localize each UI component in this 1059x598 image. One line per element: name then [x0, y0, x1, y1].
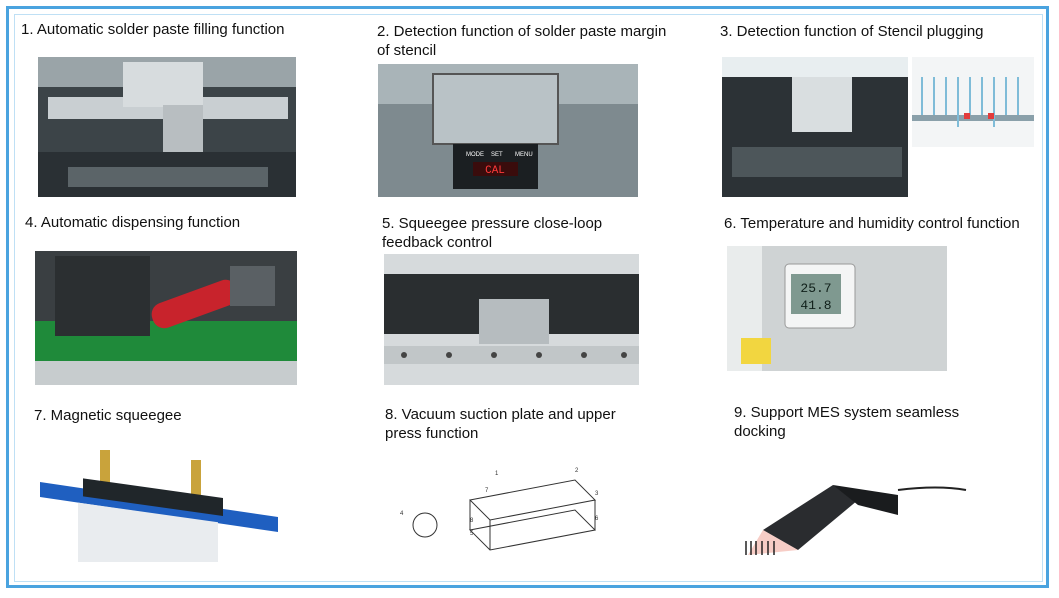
diagram-callout-7: 7 [485, 488, 489, 494]
feature-1-image [38, 57, 296, 197]
diagram-callout-3: 3 [595, 491, 599, 497]
feature-6-caption: 6. Temperature and humidity control func… [724, 215, 1020, 232]
diagram-callout-2: 2 [575, 468, 579, 474]
feature-8-diagram: 1 2 3 4 5 6 7 8 [395, 460, 610, 565]
sensor-mode-button: MODE [466, 152, 484, 158]
sensor-set-button: SET [491, 152, 503, 158]
inner-frame [14, 14, 1043, 582]
feature-3-caption: 3. Detection function of Stencil pluggin… [720, 23, 984, 40]
feature-6-image: 25.7 41.8 [727, 246, 947, 371]
feature-9-image [738, 445, 968, 563]
feature-1-caption: 1. Automatic solder paste filling functi… [21, 21, 285, 38]
feature-7-caption: 7. Magnetic squeegee [34, 407, 182, 424]
feature-4-image [35, 251, 297, 385]
feature-3-image [722, 57, 908, 197]
diagram-callout-1: 1 [495, 471, 499, 477]
feature-5-caption: 5. Squeegee pressure close-loop feedback… [382, 215, 603, 251]
hygrometer-temperature: 25.7 [800, 281, 831, 296]
feature-4-caption: 4. Automatic dispensing function [25, 214, 241, 231]
feature-5-image [384, 254, 639, 385]
sensor-menu-button: MENU [515, 152, 533, 158]
feature-7-image [38, 442, 282, 562]
feature-2-caption: 2. Detection function of solder paste ma… [377, 23, 667, 59]
hygrometer-humidity: 41.8 [800, 298, 831, 313]
sensor-readout: CAL [485, 165, 505, 177]
diagram-callout-5: 5 [470, 531, 474, 537]
diagram-callout-4: 4 [400, 511, 404, 517]
feature-2-image: CAL MODE SET MENU [378, 64, 638, 197]
diagram-callout-6: 6 [595, 516, 599, 522]
feature-3-stencil-diagram [912, 57, 1034, 147]
feature-8-caption: 8. Vacuum suction plate and upper press … [385, 406, 616, 442]
outer-frame [6, 6, 1049, 588]
diagram-callout-8: 8 [470, 518, 474, 524]
feature-9-caption: 9. Support MES system seamless docking [734, 404, 960, 440]
